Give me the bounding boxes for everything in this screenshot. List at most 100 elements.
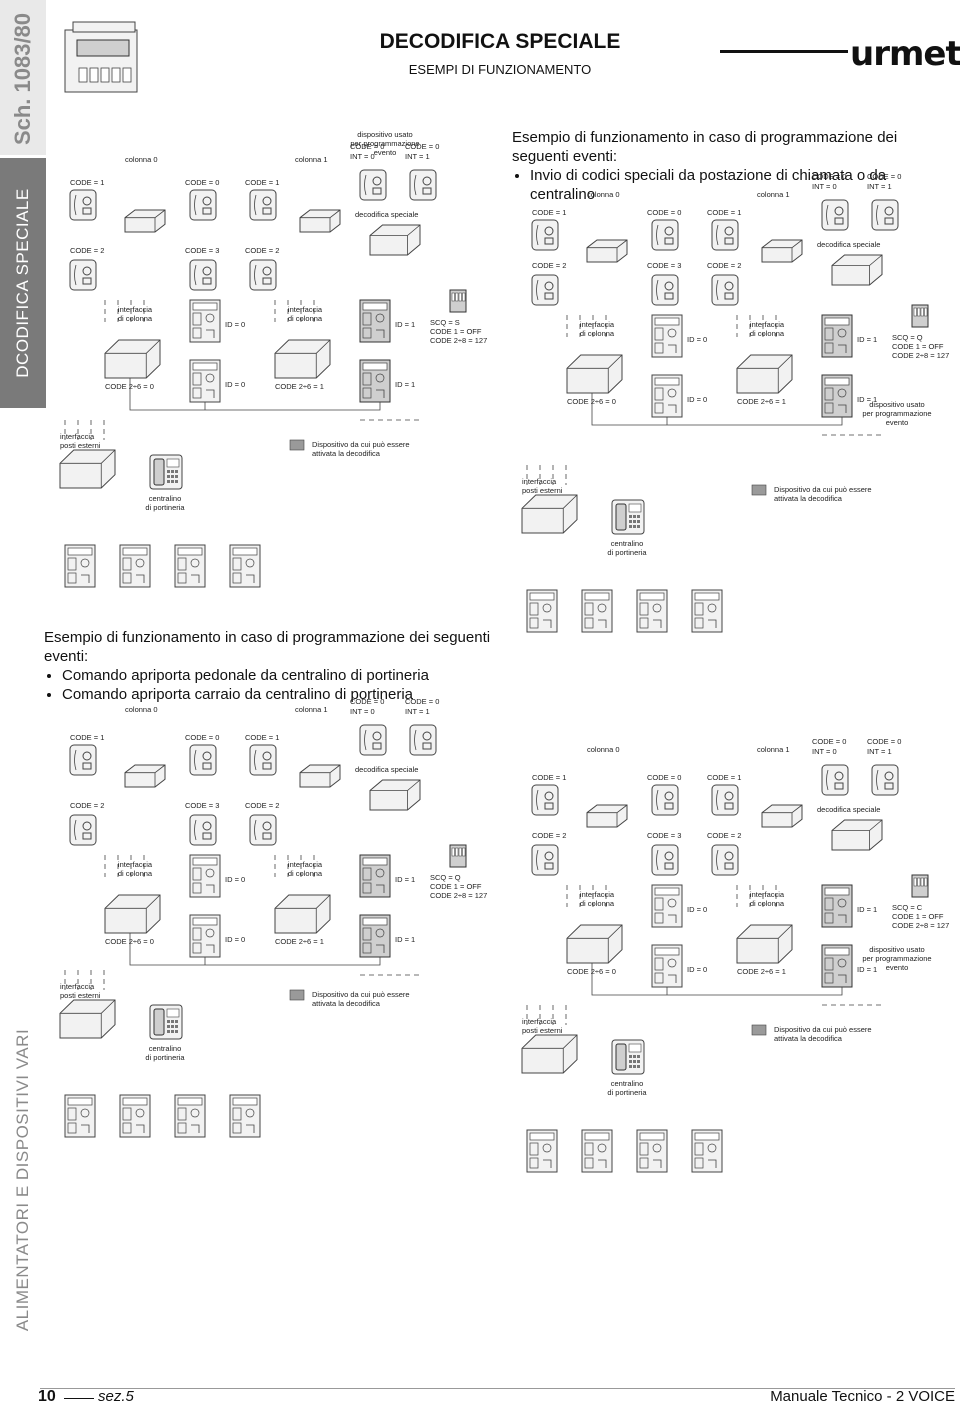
diagram-label-scq-q: SCQ = Q bbox=[892, 333, 923, 342]
handset-icon bbox=[871, 764, 899, 796]
diagram-label-id1: ID = 1 bbox=[857, 965, 878, 974]
entry-panel-icon bbox=[821, 374, 853, 418]
entry-panel-icon bbox=[359, 854, 391, 898]
diagram-label-code1-off: CODE 1 = OFF bbox=[430, 327, 482, 336]
diagram-label-id1: ID = 1 bbox=[857, 395, 878, 404]
column-interface-icon bbox=[566, 354, 623, 394]
column-interface-icon bbox=[104, 339, 161, 379]
entry-panel-icon bbox=[651, 884, 683, 928]
diagram-label-code3: CODE = 3 bbox=[185, 801, 220, 810]
diagram-label-int0: INT = 0 bbox=[350, 707, 375, 716]
diagram-label-dispositivo-usato: dispositivo usato per programmazione eve… bbox=[862, 945, 932, 972]
manual-title: Manuale Tecnico - 2 VOICE bbox=[770, 1388, 955, 1405]
handset-icon bbox=[711, 784, 739, 816]
diagram-label-code1: CODE = 1 bbox=[70, 178, 105, 187]
diagram-label-scq-s: SCQ = S bbox=[430, 318, 460, 327]
product-illustration bbox=[64, 21, 138, 93]
diagram-label-code0: CODE = 0 bbox=[647, 773, 682, 782]
sidebar-section-tab: DCODIFICA SPECIALE bbox=[0, 158, 46, 408]
diagram-label-centralino: centralino di portineria bbox=[607, 1079, 647, 1097]
diagram-label-code3: CODE = 3 bbox=[647, 261, 682, 270]
entry-panel-icon bbox=[651, 944, 683, 988]
diagram-label-code0: CODE = 0 bbox=[350, 142, 385, 151]
handset-icon bbox=[189, 744, 217, 776]
external-interface-icon bbox=[59, 999, 116, 1039]
diagram-label-code26-0: CODE 2÷6 = 0 bbox=[105, 382, 154, 391]
dip-switch-icon bbox=[911, 304, 929, 328]
entry-panel-icon bbox=[189, 359, 221, 403]
diagram-label-decodifica: decodifica speciale bbox=[355, 210, 419, 219]
column-interface-icon bbox=[736, 354, 793, 394]
diagram-label-colonna1: colonna 1 bbox=[757, 190, 790, 199]
diagram-label-code2: CODE = 2 bbox=[70, 246, 105, 255]
diagram-label-int1: INT = 1 bbox=[405, 152, 430, 161]
entry-panel-icon bbox=[189, 299, 221, 343]
diagram-example-1: colonna 0 colonna 1 CODE = 1 CODE = 2 CODE =… bbox=[50, 130, 510, 615]
handset-icon bbox=[69, 814, 97, 846]
diagram-label-interfaccia-colonna: interfaccia di colonna bbox=[117, 860, 153, 878]
diagram-label-dispositivo-attivata: Dispositivo da cui può essere attivata l… bbox=[312, 440, 410, 458]
handset-icon bbox=[189, 259, 217, 291]
diagram-label-interfaccia-posti: interfaccia posti esterni bbox=[60, 982, 101, 1000]
page-subtitle: ESEMPI DI FUNZIONAMENTO bbox=[408, 62, 592, 77]
decoder-module-icon bbox=[369, 779, 421, 811]
entry-panel-icon bbox=[821, 314, 853, 358]
diagram-label-code1-off: CODE 1 = OFF bbox=[892, 912, 944, 921]
entry-panel-icon bbox=[526, 1129, 558, 1173]
entry-panel-icon bbox=[526, 589, 558, 633]
diagram-label-id1: ID = 1 bbox=[395, 875, 416, 884]
diagram-label-decodifica: decodifica speciale bbox=[817, 240, 881, 249]
brand-logo: urmet bbox=[850, 34, 960, 74]
diagram-label-id0: ID = 0 bbox=[687, 905, 708, 914]
diagram-label-id0: ID = 0 bbox=[687, 335, 708, 344]
diagram-label-interfaccia-colonna: interfaccia di colonna bbox=[749, 890, 785, 908]
diagram-label-colonna0: colonna 0 bbox=[125, 155, 158, 164]
switchboard-icon bbox=[611, 499, 645, 535]
diagram-label-code1-off: CODE 1 = OFF bbox=[430, 882, 482, 891]
entry-panel-icon bbox=[119, 1094, 151, 1138]
diagram-label-id0: ID = 0 bbox=[225, 935, 246, 944]
switchboard-icon bbox=[149, 454, 183, 490]
diagram-label-colonna1: colonna 1 bbox=[295, 155, 328, 164]
handset-icon bbox=[711, 844, 739, 876]
interface-module-icon bbox=[124, 209, 166, 233]
interface-module-icon bbox=[299, 209, 341, 233]
legend-swatch bbox=[289, 439, 305, 451]
diagram-label-id0: ID = 0 bbox=[225, 875, 246, 884]
handset-icon bbox=[821, 764, 849, 796]
diagram-label-code28: CODE 2÷8 = 127 bbox=[430, 336, 488, 345]
diagram-label-code1: CODE = 1 bbox=[707, 773, 742, 782]
sidebar-doc-panel: Sch. 1083/80 bbox=[0, 0, 46, 155]
handset-icon bbox=[531, 784, 559, 816]
entry-panel-icon bbox=[189, 914, 221, 958]
column-interface-icon bbox=[736, 924, 793, 964]
diagram-label-id0: ID = 0 bbox=[225, 320, 246, 329]
wiring-diagram bbox=[521, 199, 929, 633]
diagram-label-code2: CODE = 2 bbox=[532, 831, 567, 840]
handset-icon bbox=[821, 199, 849, 231]
entry-panel-icon bbox=[821, 944, 853, 988]
handset-icon bbox=[249, 744, 277, 776]
handset-icon bbox=[249, 189, 277, 221]
diagram-label-code3: CODE = 3 bbox=[185, 246, 220, 255]
page-number: 10 bbox=[38, 1388, 56, 1405]
decoder-module-icon bbox=[831, 819, 883, 851]
category-label: ALIMENTATORI E DISPOSITIVI VARI bbox=[13, 1028, 32, 1332]
entry-panel-icon bbox=[821, 884, 853, 928]
entry-panel-icon bbox=[359, 299, 391, 343]
legend-swatch bbox=[751, 1024, 767, 1036]
entry-panel-icon bbox=[651, 374, 683, 418]
diagram-label-dispositivo-usato: dispositivo usato per programmazione eve… bbox=[350, 130, 420, 157]
diagram-label-code1: CODE = 1 bbox=[532, 208, 567, 217]
handset-icon bbox=[651, 274, 679, 306]
diagram-label-code2: CODE = 2 bbox=[70, 801, 105, 810]
diagram-label-code0: CODE = 0 bbox=[647, 208, 682, 217]
diagram-label-id0: ID = 0 bbox=[225, 380, 246, 389]
interface-module-icon bbox=[761, 804, 803, 828]
diagram-label-code28: CODE 2÷8 = 127 bbox=[892, 921, 950, 930]
diagram-label-code1: CODE = 1 bbox=[70, 733, 105, 742]
diagram-label-colonna1: colonna 1 bbox=[295, 705, 328, 714]
